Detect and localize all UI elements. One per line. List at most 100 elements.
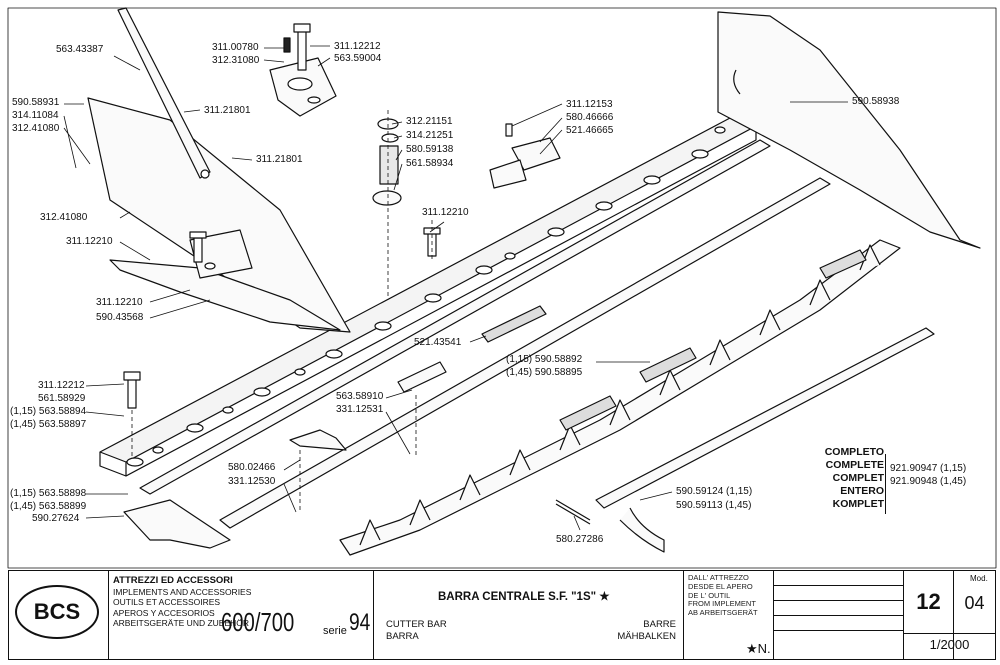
callout-label: 590.58931 [12, 97, 60, 108]
callout-label: 590.59124 (1,15) [676, 486, 753, 497]
complete-words: COMPLETO COMPLETE COMPLET ENTERO KOMPLET [825, 446, 884, 511]
callout-label: 314.11084 [12, 110, 59, 121]
callout-label: 312.31080 [212, 55, 260, 66]
callout-label: 311.12212 [334, 41, 381, 52]
group-line: FROM IMPLEMENT [688, 599, 756, 609]
group-line: DALL' ATTREZZO [688, 573, 749, 582]
knife-back-strip [219, 177, 831, 529]
callout-label: 590.59113 (1,45) [676, 500, 752, 511]
complete-kit-block: COMPLETO COMPLETE COMPLET ENTERO KOMPLET… [806, 446, 976, 516]
description-translations: CUTTER BAR BARRE BARRA MÄHBALKEN [386, 619, 676, 643]
mod-number: 04 [964, 593, 985, 613]
mod-cell: Mod. 04 [954, 571, 995, 659]
complete-word: COMPLET [832, 472, 884, 484]
callout-label: 331.12530 [228, 476, 276, 487]
company-title: ATTREZZI ED ACCESSORI [113, 575, 233, 586]
translation-row: BARRA MÄHBALKEN [386, 631, 676, 643]
issue-date: 1/2000 [929, 637, 970, 652]
translation-right: MÄHBALKEN [617, 631, 676, 642]
callout-label: 561.58929 [38, 393, 86, 404]
callout-label: 311.21801 [204, 105, 251, 116]
callout-label: 580.02466 [228, 462, 276, 473]
callout-label: 314.21251 [406, 130, 454, 141]
callout-label: 563.59004 [334, 53, 382, 64]
spring [555, 499, 591, 525]
complete-codes: 921.90947 (1,15) 921.90948 (1,45) [890, 462, 966, 488]
callout-label: 311.12212 [38, 380, 85, 391]
grid-row-line [774, 615, 903, 616]
translation-right: BARRE [643, 619, 676, 630]
grid-row-line [774, 585, 903, 586]
serie-label: serie [323, 625, 347, 637]
callout-label: 331.12531 [336, 404, 384, 415]
right-shoe [717, 11, 981, 249]
star-n-mark: ★N. [746, 641, 771, 656]
knife-sections [339, 239, 901, 556]
center-stack [372, 118, 561, 206]
callout-label: 311.12153 [566, 99, 613, 110]
complete-divider [885, 454, 886, 514]
group-cell: DALL' ATTREZZO DESDE EL APERO DE L' OUTI… [684, 571, 774, 659]
callout-label: 563.58910 [336, 391, 384, 402]
left-shoe [87, 97, 351, 333]
cutter-bar-beam [99, 117, 771, 495]
title-block: BCS ATTREZZI ED ACCESSORI IMPLEMENTS AND… [8, 570, 996, 660]
callout-label: 580.46666 [566, 112, 614, 123]
callout-label: 590.27624 [32, 513, 80, 524]
description-title: BARRA CENTRALE S.F. "1S" ★ [438, 591, 610, 603]
callout-label: 563.43387 [56, 44, 104, 55]
company-line: ARBEITSGERÄTE UND ZUBEHÖR [113, 618, 250, 628]
complete-word: KOMPLET [832, 498, 884, 510]
knife-head [123, 499, 231, 549]
callout-label: 311.12210 [422, 207, 469, 218]
complete-code: 921.90947 (1,15) [890, 463, 967, 474]
callout-label: (1,15) 563.58894 [10, 406, 87, 417]
leader-lines [63, 45, 848, 531]
page-number: 12 [916, 589, 941, 614]
rod [117, 7, 211, 179]
callout-label: (1,45) 563.58897 [10, 419, 87, 430]
callout-label: 311.00780 [212, 42, 259, 53]
callout-label: 311.12210 [96, 297, 143, 308]
company-lines: ATTREZZI ED ACCESSORI IMPLEMENTS AND ACC… [113, 575, 251, 629]
company-line: APEROS Y ACCESORIOS [113, 607, 215, 618]
translation-left: BARRA [386, 631, 419, 642]
page-cell: 12 [904, 571, 954, 659]
callout-label: 312.41080 [40, 212, 88, 223]
callout-label: 580.27286 [556, 534, 604, 545]
complete-word: ENTERO [840, 485, 884, 497]
callout-label: 580.59138 [406, 144, 454, 155]
callout-label: 312.21151 [406, 116, 453, 127]
serie-number: 94 [349, 609, 371, 636]
wear-plates [397, 249, 867, 431]
callout-label: 521.43541 [414, 337, 462, 348]
grid-row-line [774, 600, 903, 601]
translation-row: CUTTER BAR BARRE [386, 619, 676, 631]
bcs-logo: BCS [15, 585, 99, 639]
callout-label: 590.58938 [852, 96, 900, 107]
group-line: AB ARBEITSGERÄT [688, 608, 758, 618]
group-lines: DALL' ATTREZZO DESDE EL APERO DE L' OUTI… [688, 573, 758, 618]
callout-label: (1,15) 563.58898 [10, 488, 87, 499]
translation-left: CUTTER BAR [386, 619, 447, 630]
complete-word: COMPLETO [824, 446, 884, 458]
exploded-parts-drawing [7, 7, 997, 569]
callout-label: 311.12210 [66, 236, 113, 247]
callout-label: (1,45) 563.58899 [10, 501, 87, 512]
clip [289, 429, 347, 451]
assembly-dashes [131, 110, 433, 512]
callout-label: 590.43568 [96, 312, 144, 323]
company-line: OUTILS ET ACCESSOIRES [113, 597, 221, 607]
callout-label: 311.21801 [256, 154, 303, 165]
callout-label: 521.46665 [566, 125, 614, 136]
beam-holes [126, 126, 726, 467]
mod-label: Mod. [970, 574, 988, 583]
complete-code: 921.90948 (1,45) [890, 476, 967, 487]
date-divider [904, 633, 995, 634]
callout-label: 561.58934 [406, 158, 454, 169]
description-cell: BARRA CENTRALE S.F. "1S" ★ CUTTER BAR BA… [374, 571, 684, 659]
company-cell: ATTREZZI ED ACCESSORI IMPLEMENTS AND ACC… [109, 571, 374, 659]
revision-grid: ★N. [746, 571, 904, 659]
grid-row-line [774, 630, 903, 631]
model-number: 600/700 [221, 607, 295, 637]
